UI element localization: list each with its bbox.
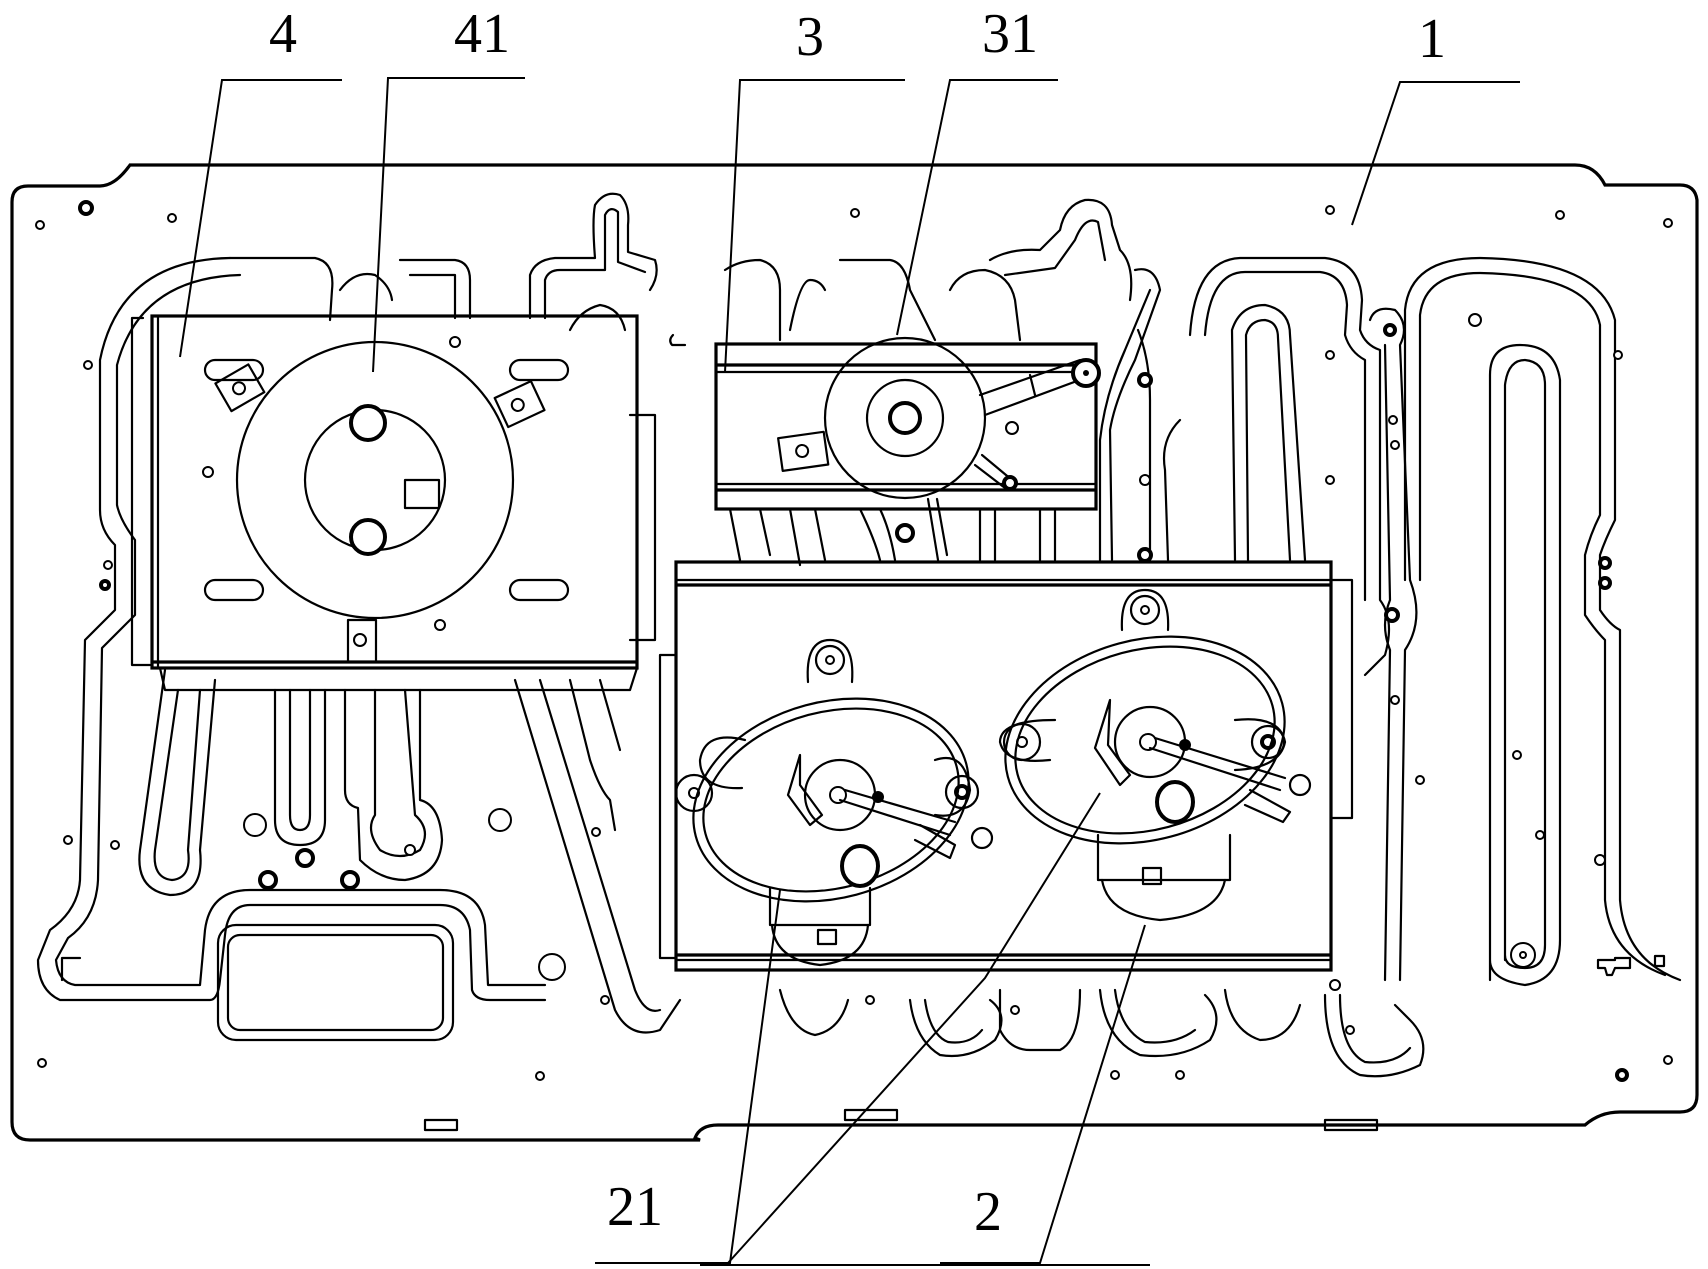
plate-recess-inner <box>226 933 445 1032</box>
leader-31 <box>896 79 1058 336</box>
plate-lobe <box>923 998 984 1044</box>
label-41: 41 <box>454 3 510 65</box>
plate-channel <box>1108 268 1162 562</box>
bracket-side-tab <box>1329 578 1354 820</box>
plate-channel <box>513 678 682 1034</box>
plate-channel-serpentine <box>1188 256 1391 677</box>
square-slot <box>1653 954 1666 968</box>
plate-channel <box>369 688 427 858</box>
lower-bracket <box>658 560 1354 972</box>
plate-foot <box>423 1118 459 1132</box>
plate-channel-serpentine <box>1203 270 1367 602</box>
plate-lobe <box>778 988 850 1037</box>
leader-lines <box>179 77 1520 1266</box>
bracket-side-tab <box>658 653 678 960</box>
leader-3 <box>724 79 905 373</box>
plate-foot <box>1323 1118 1379 1132</box>
plate-channel <box>988 198 1133 302</box>
key-slot <box>1596 956 1632 977</box>
plate-channel <box>228 256 334 322</box>
plate-channel-inner <box>54 273 547 987</box>
slot <box>508 578 570 602</box>
plate-slot <box>1503 358 1547 970</box>
plate-channel <box>408 273 457 320</box>
plate-lobe <box>1223 988 1302 1042</box>
plate-channel <box>948 268 1022 342</box>
plate-lobe <box>1098 988 1218 1058</box>
plate-channel-serpentine <box>1244 318 1292 562</box>
disc-component <box>214 340 546 664</box>
motor-unit-b <box>998 588 1312 922</box>
label-4: 4 <box>269 3 297 65</box>
plate-channel <box>273 688 327 847</box>
plate-channel <box>338 272 394 302</box>
plate-holes <box>35 200 1673 1082</box>
tab <box>777 430 830 472</box>
base-plate <box>10 163 1699 1142</box>
plate-channel-outer <box>36 256 547 1002</box>
plate-channel <box>838 258 937 342</box>
plate-lobe <box>908 998 1003 1058</box>
label-21: 21 <box>607 1176 663 1238</box>
motor-unit-a <box>674 638 994 967</box>
bracket-plate <box>714 342 1098 511</box>
plate-channel <box>153 688 202 882</box>
plate-channel <box>1098 288 1152 562</box>
plate-recess <box>216 923 455 1042</box>
plate-lobe <box>1323 993 1425 1078</box>
plate-channel <box>568 678 617 832</box>
corner-mark <box>60 956 82 982</box>
plate-channel-u <box>1403 256 1682 982</box>
plate-channel <box>138 668 217 897</box>
plate-rib <box>1383 343 1392 982</box>
label-3: 3 <box>796 6 824 68</box>
plate-channel <box>723 258 782 342</box>
leader-21 <box>595 889 781 1264</box>
plate-channel-u <box>1418 271 1667 977</box>
left-bracket <box>130 314 657 692</box>
plate-channel <box>1136 328 1152 562</box>
plate-channel <box>288 688 312 832</box>
plate-slot <box>1488 343 1562 987</box>
leader-1 <box>1351 81 1520 226</box>
label-2: 2 <box>974 1181 1002 1243</box>
leader-2 <box>940 924 1146 1264</box>
plate-rib <box>1368 307 1418 982</box>
bracket-plate <box>674 560 1333 972</box>
upper-bracket <box>669 333 1101 567</box>
slot <box>203 578 265 602</box>
bracket-plate <box>150 314 639 670</box>
leader-4 <box>179 79 342 358</box>
plate-channel <box>1003 219 1107 277</box>
plate-channel <box>568 303 627 332</box>
disc-motor <box>823 336 1101 562</box>
plate-lobe <box>1338 993 1412 1064</box>
plate-channel <box>598 678 622 752</box>
bracket-side-tab <box>628 413 657 642</box>
base-plate-outline <box>10 163 1699 1142</box>
reference-labels: 4 41 3 31 1 21 2 <box>269 3 1446 1243</box>
plate-channel <box>528 192 658 320</box>
plate-channel <box>398 258 472 320</box>
label-1: 1 <box>1418 8 1446 70</box>
plate-lobe <box>1113 988 1197 1044</box>
plate-channel <box>1162 418 1182 562</box>
disc-key <box>403 478 441 510</box>
slot <box>203 358 265 382</box>
leader-21b <box>727 792 1101 1264</box>
plate-channel <box>343 688 444 882</box>
plate-lobe <box>998 988 1082 1052</box>
plate-channel-serpentine <box>1230 303 1307 562</box>
label-31: 31 <box>982 3 1038 65</box>
plate-channel <box>538 678 662 1012</box>
plate-channel <box>788 278 827 332</box>
bracket-flange <box>130 316 152 667</box>
plate-foot <box>843 1108 899 1122</box>
plate-hole <box>1519 951 1527 959</box>
leader-41 <box>372 77 525 373</box>
plate-channel <box>543 208 647 320</box>
slot <box>508 358 570 382</box>
